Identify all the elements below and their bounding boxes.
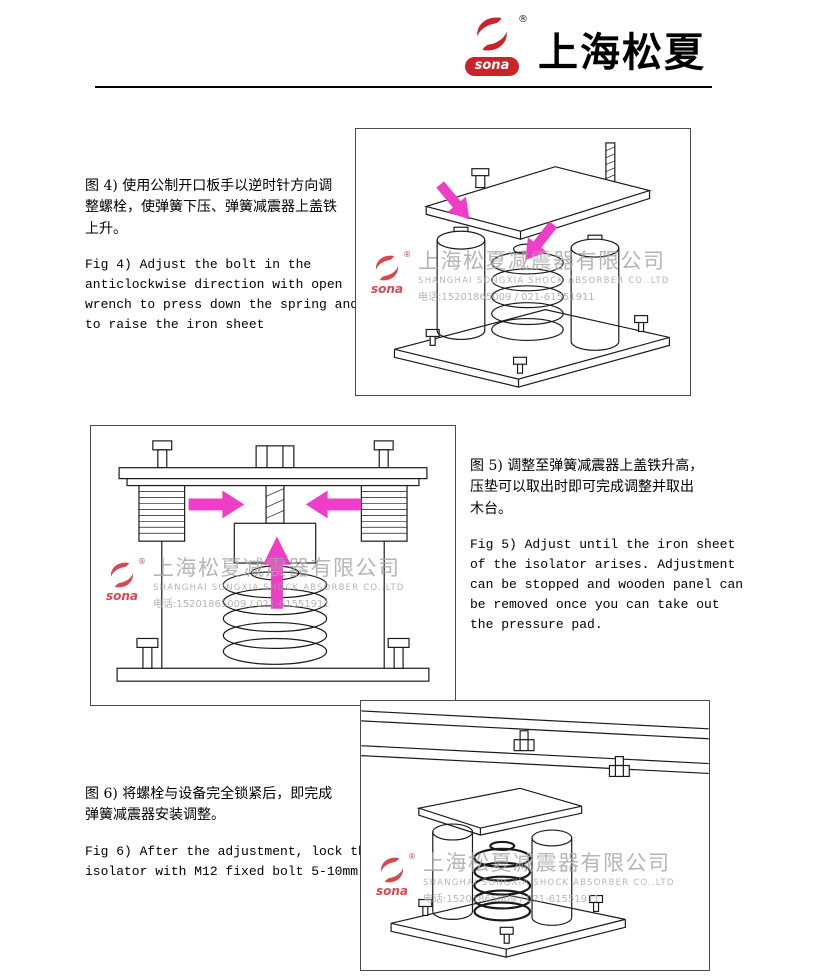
fixing-bolt (513, 730, 535, 752)
equipment-rails (361, 710, 709, 775)
fig5-caption: 图 5) 调整至弹簧减震器上盖铁升高， 压垫可以取出时即可完成调整并取出 木台。… (470, 456, 785, 636)
sona-swoosh-icon (477, 17, 507, 51)
fig5-illustration: ® sona 上海松夏减震器有限公司 SHANGHAI SONGXIA SHOC… (90, 425, 456, 706)
header-rule (95, 86, 712, 88)
fig6-caption-en: Fig 6) After the adjustment, lock the is… (85, 843, 374, 879)
right-housing (570, 234, 620, 351)
top-plate (416, 787, 583, 836)
base-plate (390, 894, 626, 958)
adjust-arrow-icon (525, 221, 558, 261)
fig4-caption-cn: 图 4) 使用公制开口板手以逆时针方向调 整螺栓，使弹簧下压、弹簧减震器上盖铁 … (85, 178, 337, 237)
base-plate (116, 637, 430, 682)
threaded-rod (605, 142, 616, 184)
top-plate (424, 166, 652, 240)
left-housing (432, 823, 474, 920)
fig4-illustration: ® sona 上海松夏减震器有限公司 SHANGHAI SONGXIA SHOC… (355, 128, 691, 396)
adjust-arrow-icon (436, 181, 470, 220)
fig6-caption-cn: 图 6) 将螺栓与设备完全锁紧后，即完成 弹簧减震器安装调整。 (85, 786, 333, 824)
sona-logo: ® sona (452, 14, 532, 76)
base-plate (393, 309, 670, 388)
adjust-arrow-icon (188, 490, 245, 519)
fig6-caption: 图 6) 将螺栓与设备完全锁紧后，即完成 弹簧减震器安装调整。 Fig 6) A… (85, 784, 395, 882)
adjust-arrow-icon (305, 490, 362, 519)
fig5-drawing (116, 440, 430, 682)
brand-title: 上海松夏 (538, 30, 706, 76)
fig6-illustration: ® sona 上海松夏减震器有限公司 SHANGHAI SONGXIA SHOC… (360, 700, 710, 971)
top-plate (118, 467, 428, 487)
adjust-arrow-icon (263, 536, 291, 609)
registered-mark: ® (518, 14, 528, 25)
sona-wordmark: sona (464, 57, 520, 76)
fig5-caption-cn: 图 5) 调整至弹簧减震器上盖铁升高， 压垫可以取出时即可完成调整并取出 木台。 (470, 458, 704, 517)
fig6-drawing (361, 710, 709, 958)
adjust-bolt (255, 445, 295, 469)
fig4-drawing (393, 142, 670, 388)
fig5-caption-en: Fig 5) Adjust until the iron sheet of th… (470, 536, 744, 633)
coil-spring (473, 840, 532, 922)
fixing-bolt (608, 755, 630, 778)
fig4-caption: 图 4) 使用公制开口板手以逆时针方向调 整螺栓，使弹簧下压、弹簧减震器上盖铁 … (85, 176, 367, 335)
right-housing (531, 829, 573, 926)
fig4-caption-en: Fig 4) Adjust the bolt in the anticlockw… (85, 256, 359, 333)
left-spring-stack (138, 484, 186, 669)
left-housing (436, 226, 486, 340)
right-spring-stack (360, 484, 408, 669)
